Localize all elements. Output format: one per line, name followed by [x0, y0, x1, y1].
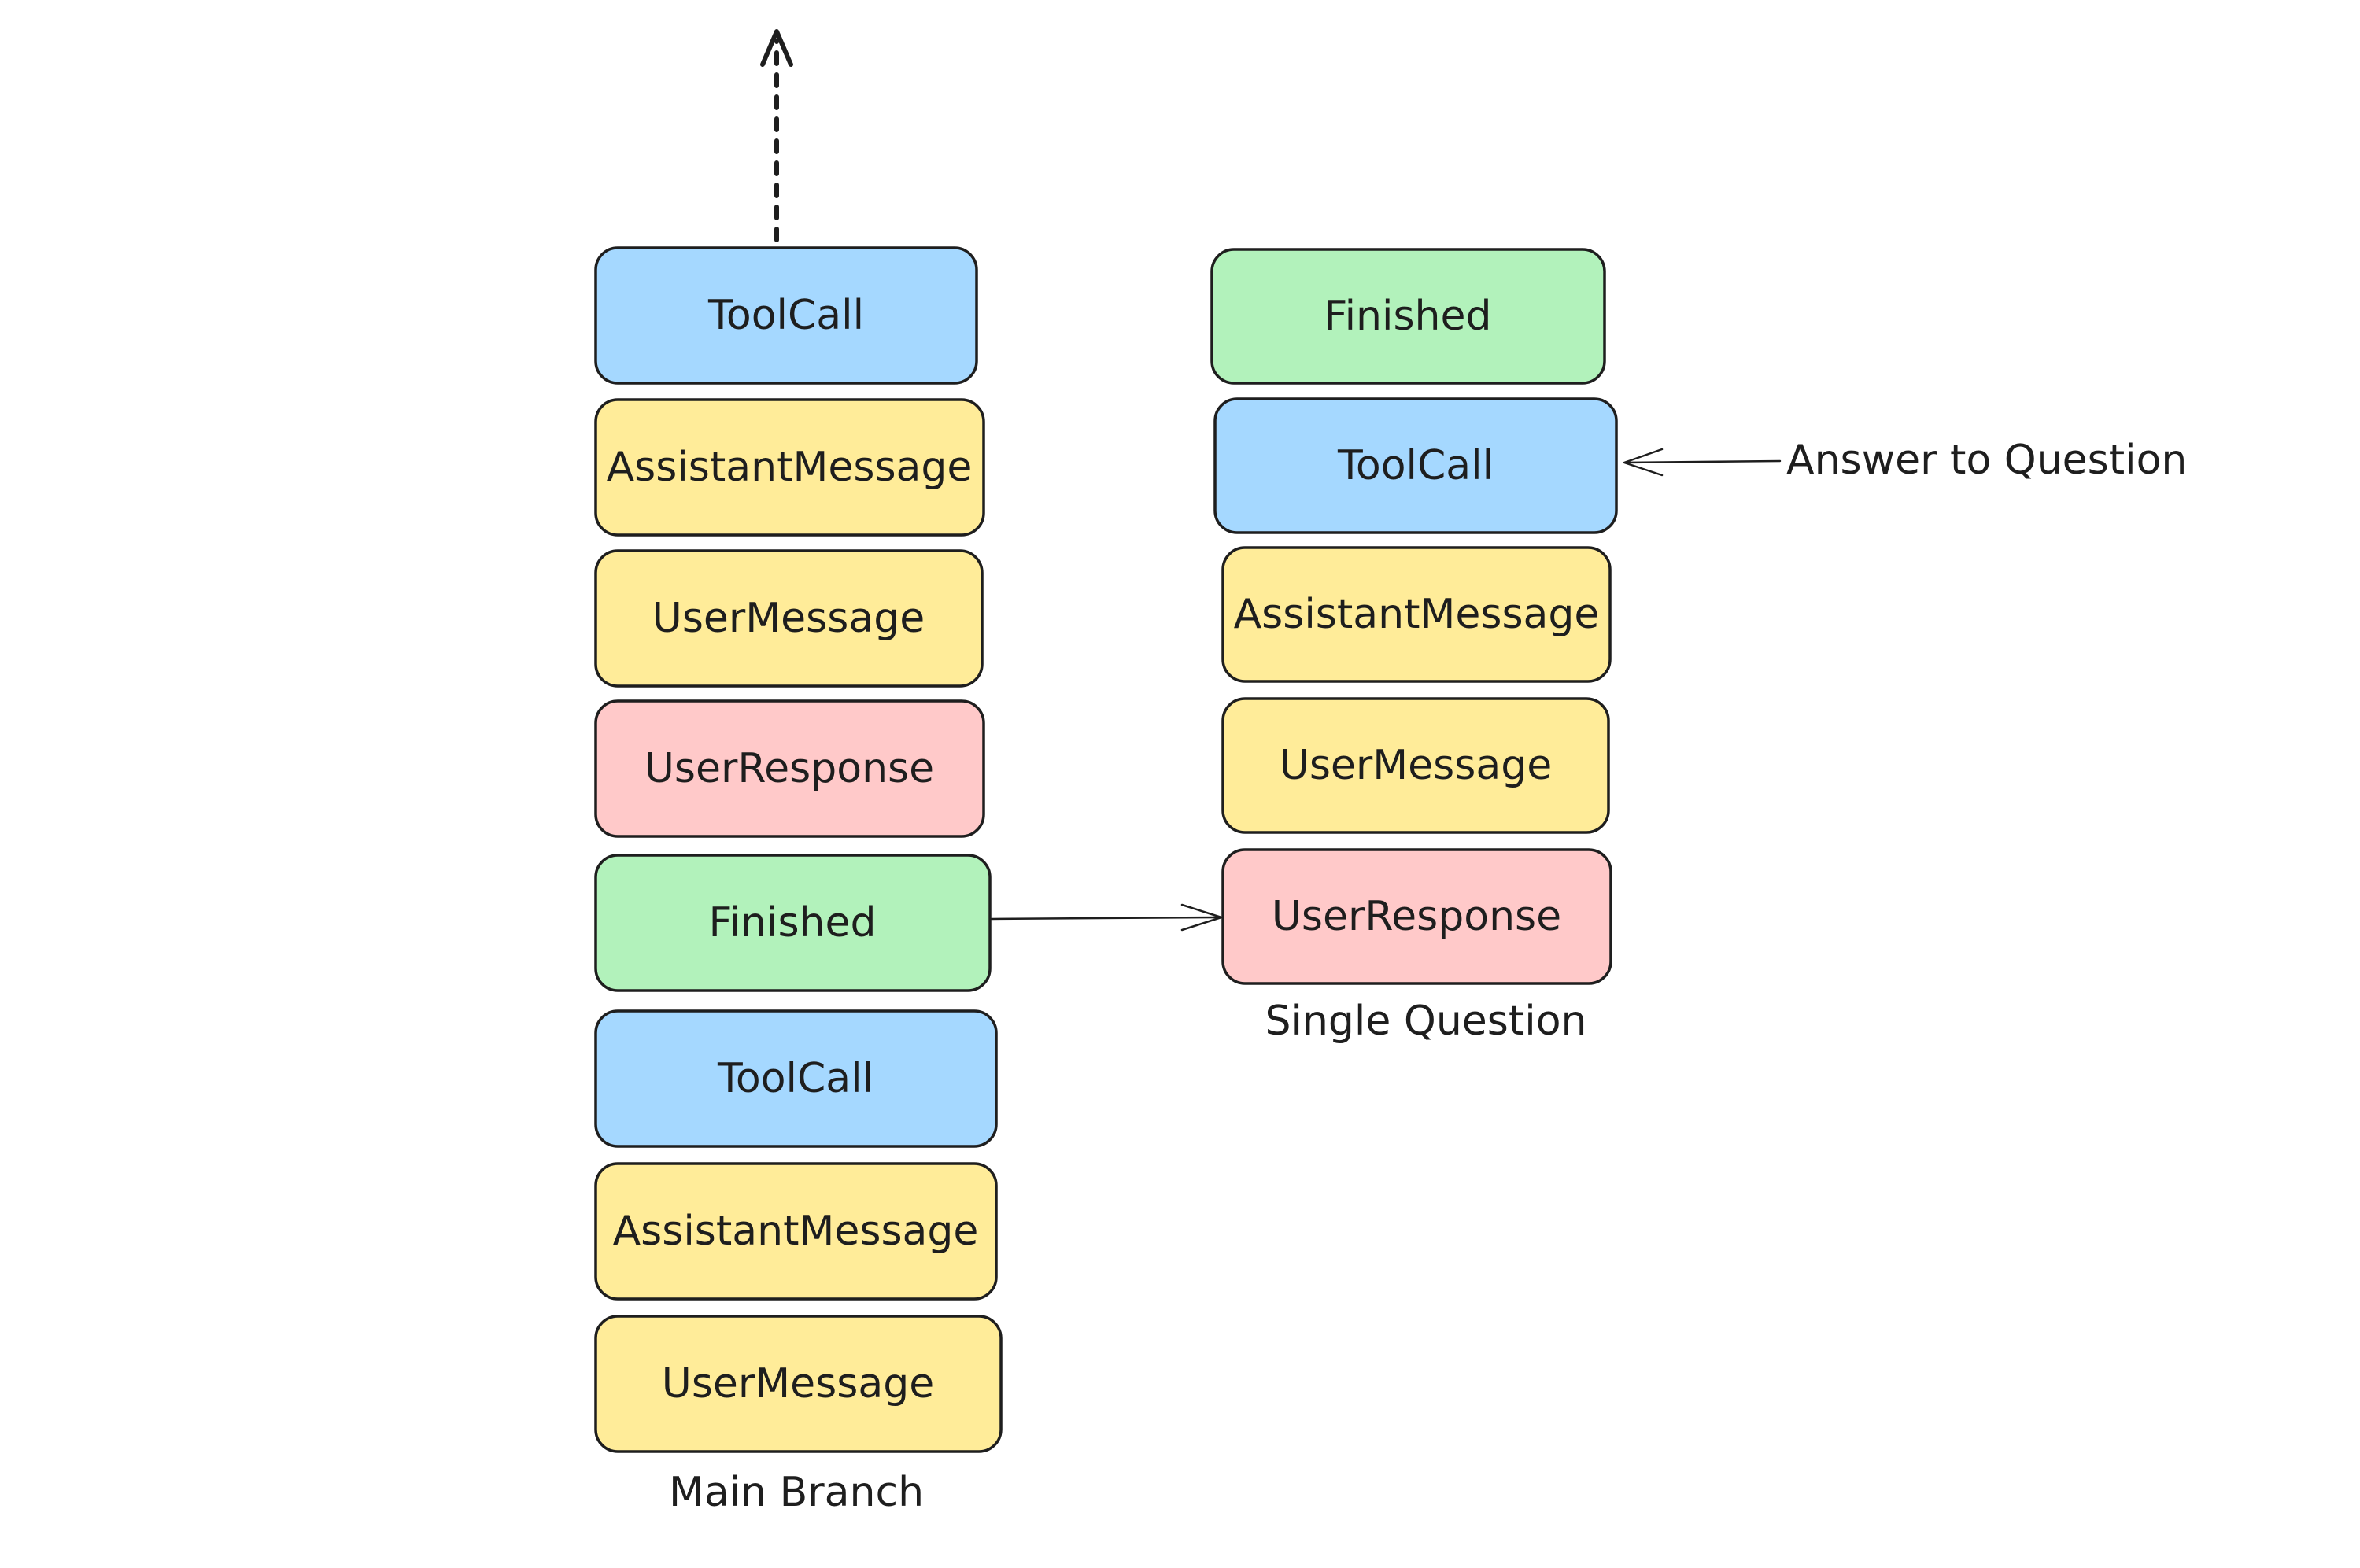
main-node-0-box — [594, 246, 978, 385]
main-node-toolcall-bottom: ToolCall — [594, 1009, 998, 1148]
connectors — [760, 29, 1782, 932]
main-node-1-label: AssistantMessage — [607, 444, 973, 491]
sq-node-userresponse: UserResponse — [1221, 848, 1612, 985]
sq-node-2-box — [1221, 546, 1612, 683]
main-node-2-label: UserMessage — [652, 595, 925, 642]
main-node-4-label: Finished — [708, 899, 876, 946]
sq-node-3-label: UserMessage — [1280, 742, 1552, 789]
sq-node-usermessage: UserMessage — [1221, 697, 1610, 834]
answer-arrow — [1623, 459, 1782, 464]
main-node-5-box — [594, 1009, 998, 1148]
main-node-3-box — [594, 699, 985, 838]
continuation-arrowhead — [760, 29, 793, 67]
main-node-userresponse: UserResponse — [594, 699, 985, 838]
main-node-2-box — [594, 549, 984, 688]
single-question-column: Finished ToolCall AssistantMessage UserM… — [1210, 248, 1618, 1045]
main-node-toolcall-top: ToolCall — [594, 246, 978, 385]
single-question-caption: Single Question — [1265, 998, 1587, 1045]
main-node-usermessage-top: UserMessage — [594, 549, 984, 688]
sq-node-1-box — [1213, 397, 1618, 534]
main-branch-caption: Main Branch — [669, 1469, 924, 1516]
sq-node-0-label: Finished — [1324, 293, 1491, 340]
sq-node-3-box — [1221, 697, 1610, 834]
main-branch-column: ToolCall AssistantMessage UserMessage Us… — [594, 246, 1003, 1516]
main-node-4-box — [594, 854, 992, 992]
branch-arrow-finished-to-userresponse — [990, 916, 1221, 921]
main-node-assistantmessage-top: AssistantMessage — [594, 398, 985, 537]
sq-node-finished: Finished — [1210, 248, 1606, 385]
main-node-0-label: ToolCall — [707, 292, 864, 339]
sq-node-toolcall: ToolCall — [1213, 397, 1618, 534]
main-node-6-box — [594, 1162, 998, 1301]
main-node-usermessage-bottom: UserMessage — [594, 1315, 1003, 1453]
main-node-assistantmessage-bottom: AssistantMessage — [594, 1162, 998, 1301]
answer-arrowhead — [1623, 448, 1664, 477]
sq-node-assistantmessage: AssistantMessage — [1221, 546, 1612, 683]
sq-node-1-label: ToolCall — [1337, 442, 1494, 489]
main-node-finished: Finished — [594, 854, 992, 992]
branch-arrowhead — [1180, 903, 1223, 932]
main-node-3-label: UserResponse — [644, 745, 934, 792]
sq-node-4-label: UserResponse — [1272, 893, 1561, 940]
sq-node-0-box — [1210, 248, 1606, 385]
main-node-7-box — [594, 1315, 1003, 1453]
sq-node-2-label: AssistantMessage — [1234, 591, 1600, 638]
main-node-1-box — [594, 398, 985, 537]
main-node-6-label: AssistantMessage — [613, 1208, 979, 1255]
main-node-7-label: UserMessage — [662, 1360, 934, 1408]
answer-to-question-label: Answer to Question — [1786, 437, 2187, 484]
main-node-5-label: ToolCall — [717, 1055, 873, 1102]
sq-node-4-box — [1221, 848, 1612, 985]
